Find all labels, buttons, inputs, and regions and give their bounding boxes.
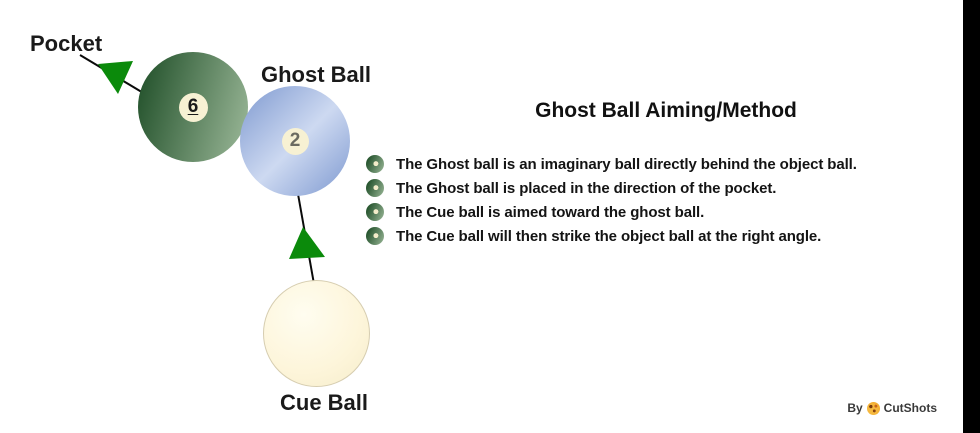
- bullet-list: The Ghost ball is an imaginary ball dire…: [366, 152, 980, 248]
- object-ball-6: 6: [138, 52, 248, 162]
- list-item: The Cue ball is aimed toward the ghost b…: [366, 200, 980, 224]
- pocket-label: Pocket: [30, 31, 103, 56]
- object-ball-number-circle: 6: [178, 92, 208, 122]
- list-item: The Ghost ball is placed in the directio…: [366, 176, 980, 200]
- brand-credit: By CutShots: [847, 401, 937, 415]
- cue-ball-label: Cue Ball: [280, 390, 369, 415]
- ghost-ball-number: 2: [289, 130, 301, 151]
- list-item: The Cue ball will then strike the object…: [366, 224, 980, 248]
- brand-name: CutShots: [883, 401, 937, 415]
- cue-direction-arrow-icon: [289, 227, 325, 259]
- object-ball-number: 6: [187, 96, 199, 117]
- ghost-ball: 2: [240, 86, 350, 196]
- bullet-text: The Ghost ball is placed in the directio…: [396, 179, 777, 197]
- ball-bullet-icon: [366, 179, 384, 197]
- list-item: The Ghost ball is an imaginary ball dire…: [366, 152, 980, 176]
- by-label: By: [847, 401, 863, 415]
- screen-edge-black-bar: [963, 0, 980, 433]
- ball-bullet-icon: [366, 203, 384, 221]
- pocket-arrow-icon: [98, 61, 133, 94]
- ghost-ball-label: Ghost Ball: [261, 62, 372, 87]
- brand-ball-icon: [866, 401, 880, 415]
- bullet-text: The Cue ball is aimed toward the ghost b…: [396, 203, 705, 221]
- bullet-text: The Cue ball will then strike the object…: [396, 227, 822, 245]
- ghost-ball-number-circle: 2: [281, 127, 309, 155]
- ball-bullet-icon: [366, 227, 384, 245]
- bullet-text: The Ghost ball is an imaginary ball dire…: [396, 155, 857, 173]
- ball-bullet-icon: [366, 155, 384, 173]
- cue-ball: [263, 280, 370, 387]
- page-title: Ghost Ball Aiming/Method: [535, 99, 797, 122]
